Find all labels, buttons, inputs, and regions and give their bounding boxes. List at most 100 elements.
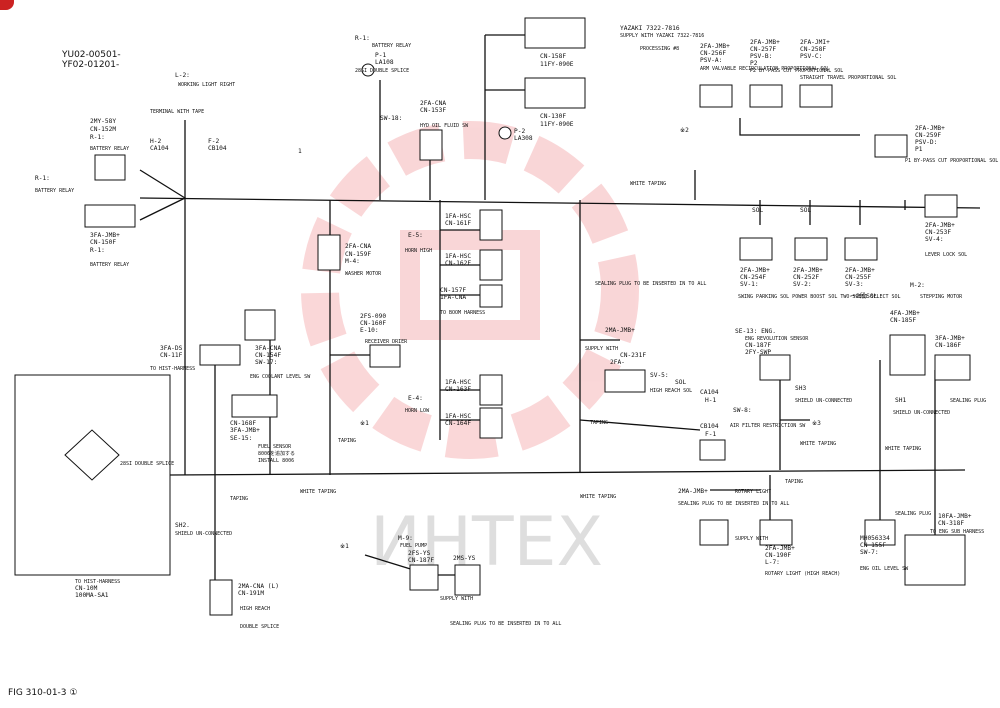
lbl-eng-coolant: ENG COOLANT LEVEL SW	[250, 374, 311, 380]
lbl-sai-100: 100MA-SA1	[75, 592, 109, 599]
lbl-cna191-b: CN-191M	[238, 590, 264, 597]
lbl-ys187-a: 2FS-YS	[408, 550, 431, 557]
lbl-white-taping-5: WHITE TAPING	[580, 494, 616, 500]
lbl-psvc: PSV-C:	[800, 53, 822, 60]
connector-rotary	[699, 519, 729, 546]
lbl-psva: PSV-A:	[700, 57, 722, 64]
connector-cn187f-pump	[409, 564, 439, 591]
connector-cn185f	[889, 334, 926, 376]
connector-cn318f	[904, 534, 966, 586]
lbl-battery-relay-far: BATTERY RELAY	[35, 188, 74, 194]
lbl-jm257f-b: CN-257F	[750, 46, 776, 53]
connector-2ms-ys	[454, 564, 481, 596]
lbl-cn231f: CN-231F	[620, 352, 646, 359]
lbl-e5: E-5:	[408, 232, 423, 239]
lbl-m9: M-9:	[398, 535, 413, 542]
lbl-se15: SE-15:	[230, 435, 252, 442]
terminal-p2	[498, 126, 512, 140]
lbl-sv1: SV-1:	[740, 281, 759, 288]
lbl-cb104-b: CB104	[700, 423, 719, 430]
connector-cn256f	[699, 84, 733, 108]
connector-cn153f	[419, 129, 443, 161]
lbl-la308: LA308	[514, 135, 533, 142]
lbl-hsc164-a: 1FA-HSC	[445, 413, 471, 420]
lbl-sh1: SH1	[895, 397, 906, 404]
lbl-processing: PROCESSING #8	[640, 46, 679, 52]
lbl-straight-travel: STRAIGHT TRAVEL PROPORTIONAL SOL	[800, 75, 896, 81]
lbl-cn168: CN-168F	[230, 420, 256, 427]
connectors	[14, 17, 971, 616]
lbl-white-taping-2: WHITE TAPING	[800, 441, 836, 447]
lbl-jm255-b: CN-255F	[845, 274, 871, 281]
lbl-fs090-a: 2FS-090	[360, 313, 386, 320]
lbl-jm252-a: 2FA-JMB+	[793, 267, 823, 274]
lbl-p2-label: P2	[750, 60, 758, 67]
connector-cn255f	[844, 237, 878, 261]
connector-cn155f	[864, 519, 896, 546]
connector-cn157f	[479, 284, 503, 308]
lbl-sw8: SW-8:	[733, 407, 752, 414]
connector-cn254f	[739, 237, 773, 261]
lbl-jmb150f-a: 3FA-JMB+	[90, 232, 120, 239]
lbl-stepping-motor: STEPPING MOTOR	[920, 294, 963, 300]
lbl-cna159-a: 2FA-CNA	[345, 243, 371, 250]
lbl-swing-parking: SWING PARKING SOL POWER BOOST SOL TWO-SP…	[738, 294, 901, 300]
connector-cn186f	[934, 354, 971, 381]
lbl-terminal-tape: TERMINAL WITH TAPE	[150, 109, 204, 115]
lbl-cna154-a: 3FA-CNA	[255, 345, 281, 352]
lbl-jm254-a: 2FA-JMB+	[740, 267, 770, 274]
lbl-jm259f-a: 2FA-JMB+	[915, 125, 945, 132]
lbl-cn157: CN-157F	[440, 287, 466, 294]
lbl-x1-b: ※1	[340, 543, 349, 550]
lbl-h2: H-2	[150, 138, 161, 145]
lbl-la108: LA108	[375, 59, 394, 66]
lbl-ds-b: CN-11F	[160, 352, 183, 359]
lbl-taping-3: TAPING	[230, 496, 248, 502]
connector-cn168f	[231, 394, 278, 418]
lbl-horn-high: HORN HIGH	[405, 248, 432, 254]
lbl-m2: M-2:	[910, 282, 925, 289]
connector-cn252f	[794, 237, 828, 261]
lbl-sol-sv3: ー2段SOL	[850, 292, 878, 300]
lbl-double-splice-2: DOUBLE SPLICE	[240, 624, 279, 630]
lbl-fuel-pump: FUEL PUMP	[400, 543, 427, 549]
lbl-f1: F-1	[705, 431, 716, 438]
lbl-hyd-oil: HYD OIL FLUID SW	[420, 123, 469, 129]
lbl-jm256f-b: CN-256F	[700, 50, 726, 57]
diagram-labels: YU02-00501- YF02-01201- R-1: BATTERY REL…	[35, 25, 998, 630]
lbl-jm253-a: 2FA-JMB+	[925, 222, 955, 229]
lbl-arm-valve: ARM VALVABLE RECIRCULATION PROPORTIONAL …	[700, 66, 829, 72]
lbl-psvb: PSV-B:	[750, 53, 772, 60]
lbl-mh-b: CN-155F	[860, 542, 886, 549]
lbl-mh-a: MH056334	[860, 535, 890, 542]
lbl-cna153f-b: CN-153F	[420, 107, 446, 114]
lbl-jm258f-a: 2FA-JMI+	[800, 39, 830, 46]
lbl-r1-left: R-1:	[90, 134, 105, 141]
lbl-taping-4: TAPING	[785, 479, 803, 485]
lbl-hsc161-a: 1FA-HSC	[445, 213, 471, 220]
lbl-cn187f: CN-187F	[745, 342, 771, 349]
lbl-fy090e-1: 11FY-090E	[540, 61, 574, 68]
lbl-jm257f-a: 2FA-JMB+	[750, 39, 780, 46]
connector-cn231f	[604, 369, 646, 393]
terminal-p1	[361, 63, 375, 77]
lbl-l2: L-2:	[175, 72, 190, 79]
lbl-white-taping-4: WHITE TAPING	[300, 489, 336, 495]
lbl-fy-swp: 2FY-SWP	[745, 349, 771, 356]
lbl-supply-with-1: SUPPLY WITH	[585, 346, 618, 352]
lbl-hsc164-b: CN-164F	[445, 420, 471, 427]
lbl-cn152m: CN-152M	[90, 126, 116, 133]
lbl-cna191-a: 2MA-CNA (L)	[238, 583, 279, 590]
lbl-jm255-a: 2FA-JMB+	[845, 267, 875, 274]
lbl-horn-low: HORN LOW	[405, 408, 430, 414]
lbl-x1-a: ※1	[360, 420, 369, 427]
lbl-sv5: SV-5:	[650, 372, 669, 379]
connector-cn159f	[317, 234, 341, 271]
lbl-ca104-a: CA104	[150, 145, 169, 152]
lbl-taping-2: TAPING	[590, 420, 608, 426]
lbl-cna154-b: CN-154F	[255, 352, 281, 359]
lbl-cn10m: CN-10M	[75, 585, 98, 592]
lbl-ms-ys: 2MS-YS	[453, 555, 476, 562]
lbl-sealing-plug-1: SEALING PLUG TO BE INSERTED IN TO ALL	[595, 281, 706, 287]
lbl-eng-rev: ENG REVOLUTION SENSOR	[745, 336, 809, 342]
